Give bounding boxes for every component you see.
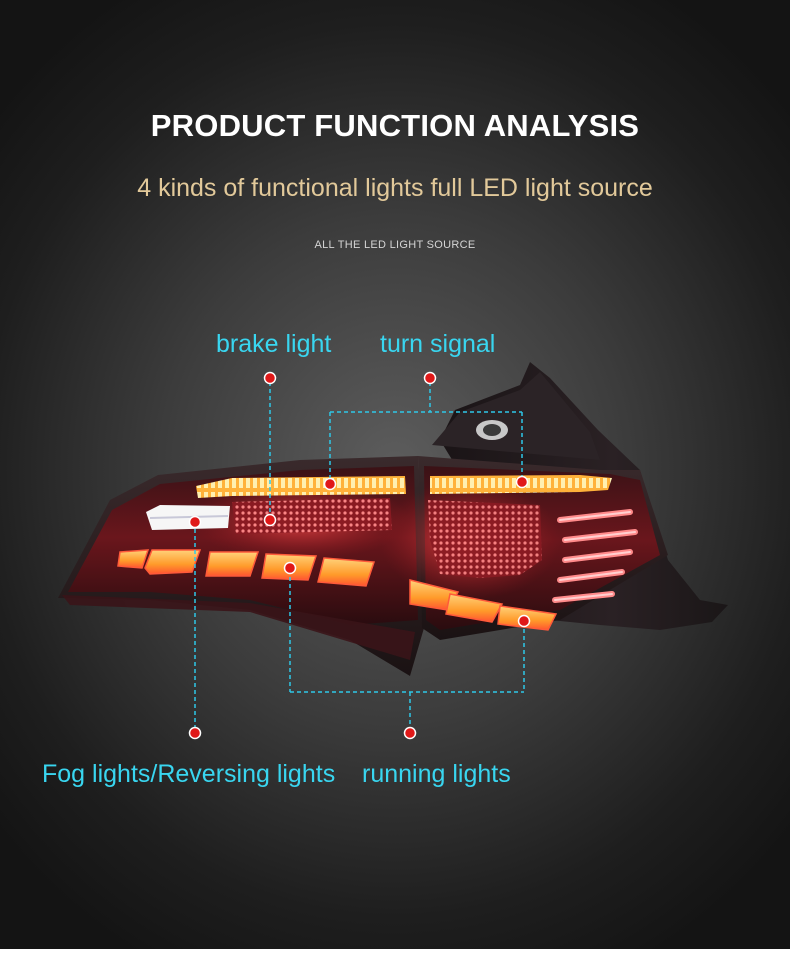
leader-lines — [194, 382, 525, 732]
turn-signal-strip-outer — [196, 476, 406, 498]
label-brake-light: brake light — [216, 330, 332, 358]
trunk-lid — [432, 372, 600, 460]
brake-light-matrix-outer — [232, 498, 392, 534]
bottom-bar — [0, 949, 790, 970]
label-turn-signal: turn signal — [380, 330, 496, 358]
callout-markers — [188, 371, 531, 740]
label-running-lights: running lights — [362, 760, 511, 788]
page-subtitle: 4 kinds of functional lights full LED li… — [137, 174, 653, 202]
page-title: PRODUCT FUNCTION ANALYSIS — [150, 108, 640, 143]
label-fog-reversing-lights: Fog lights/Reversing lights — [42, 760, 336, 788]
tagline: ALL THE LED LIGHT SOURCE — [314, 239, 476, 251]
brake-light-matrix-inner — [428, 500, 542, 578]
running-light-segments — [117, 549, 558, 631]
